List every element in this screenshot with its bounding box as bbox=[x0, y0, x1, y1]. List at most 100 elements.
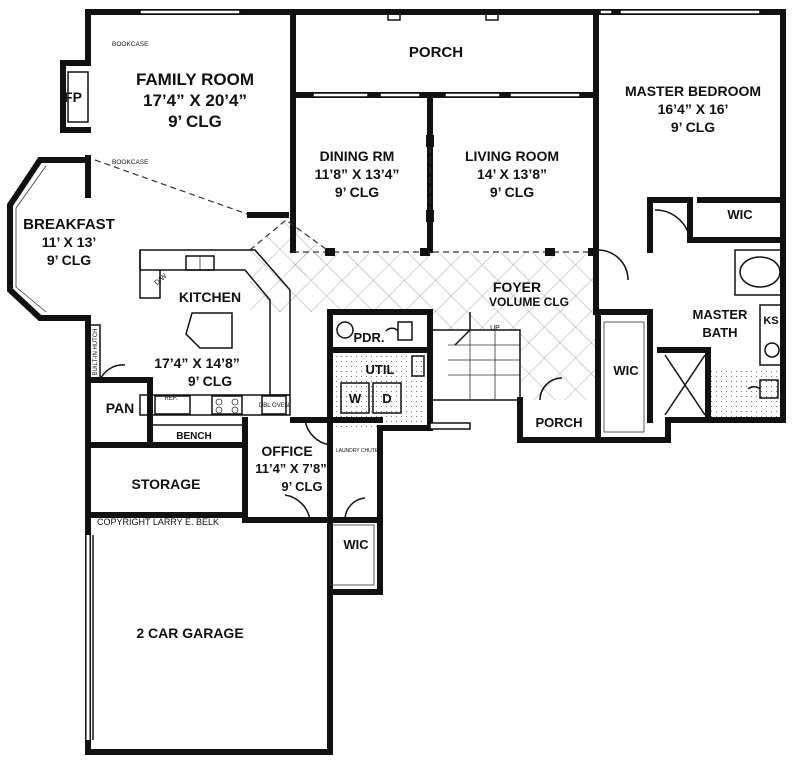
wic-master-label: WIC bbox=[727, 207, 753, 222]
ks-vanity bbox=[759, 304, 784, 366]
kitchen-label: KITCHEN bbox=[179, 289, 241, 305]
master-bath-label-1: MASTER bbox=[693, 307, 749, 322]
pdr-toilet bbox=[385, 321, 413, 341]
foyer-sub: VOLUME CLG bbox=[489, 295, 569, 309]
stair-up-label: UP bbox=[490, 325, 500, 332]
bath-floor bbox=[708, 370, 783, 418]
office-label: OFFICE bbox=[261, 443, 312, 459]
wic-bath-label: WIC bbox=[613, 363, 639, 378]
wic-office-label: WIC bbox=[343, 537, 369, 552]
window-master-small bbox=[599, 9, 613, 15]
shower-wall bbox=[657, 347, 711, 421]
window-master-top bbox=[619, 9, 761, 15]
kitchen-entry-tile bbox=[250, 220, 330, 312]
stair-arrow bbox=[454, 312, 471, 346]
util-sink bbox=[411, 355, 425, 377]
laundry-chute-label: LAUNDRY CHUTE bbox=[336, 448, 379, 454]
bath-toilet bbox=[747, 379, 779, 399]
living-dims: 14’ X 13’8” bbox=[477, 166, 547, 182]
storage-door-swing bbox=[284, 494, 311, 521]
family-breakfast-opening bbox=[94, 159, 251, 216]
wic-master-wall bbox=[647, 197, 786, 253]
dining-dims: 11’8” X 13’4” bbox=[315, 166, 400, 182]
column-2 bbox=[426, 210, 434, 222]
foyer-label: FOYER bbox=[493, 279, 541, 295]
wic-bath-shelves bbox=[603, 321, 645, 433]
master-door-swing bbox=[597, 249, 629, 281]
family-room-label: FAMILY ROOM bbox=[136, 70, 254, 89]
dw-label: D/W bbox=[154, 273, 169, 287]
window-dining-2 bbox=[379, 92, 421, 98]
shower-drain bbox=[664, 354, 706, 416]
pdr-wall bbox=[327, 309, 433, 423]
column-1 bbox=[426, 135, 434, 147]
ref-label: REF. bbox=[164, 396, 177, 402]
tub bbox=[739, 256, 781, 288]
front-door-swing bbox=[539, 377, 563, 401]
master-bedroom-label: MASTER BEDROOM bbox=[625, 83, 761, 99]
window-family-top bbox=[139, 9, 241, 15]
window-dining-1 bbox=[312, 92, 369, 98]
built-in-hutch-label: BUILT-IN HUTCH bbox=[93, 329, 99, 376]
office-south-wall bbox=[242, 517, 333, 595]
porch-top-label: PORCH bbox=[409, 44, 463, 61]
window-living-1 bbox=[444, 92, 501, 98]
kitchen-counter-lower bbox=[139, 394, 291, 416]
copyright-label: COPYRIGHT LARRY E. BELK bbox=[97, 517, 219, 527]
tub-box bbox=[734, 249, 784, 296]
pdr-label: PDR. bbox=[353, 330, 384, 345]
master-bath-door-swing bbox=[654, 209, 691, 241]
fireplace-label: FP bbox=[64, 89, 82, 105]
util-floor bbox=[335, 350, 425, 428]
master-lower-wall bbox=[593, 247, 653, 315]
dbl-oven-box bbox=[261, 395, 287, 415]
pantry-label: PAN bbox=[106, 400, 135, 416]
garage-label: 2 CAR GARAGE bbox=[136, 625, 243, 641]
pantry-wall bbox=[85, 377, 153, 448]
storage-label: STORAGE bbox=[132, 476, 201, 492]
window-util bbox=[429, 422, 471, 430]
dining-label: DINING RM bbox=[320, 148, 395, 164]
family-room-dims: 17’4” X 20’4” bbox=[143, 91, 247, 110]
breakfast-label: BREAKFAST bbox=[23, 216, 115, 233]
ref-box bbox=[154, 395, 191, 415]
kitchen-diag-opening bbox=[249, 219, 331, 253]
pdr-sink bbox=[336, 321, 354, 339]
pantry-door-swing bbox=[99, 364, 126, 381]
cooktop bbox=[211, 395, 243, 415]
wic-office-door-swing bbox=[344, 497, 366, 521]
stair-treads bbox=[448, 330, 520, 400]
bookcase-bottom-label: BOOKCASE bbox=[112, 159, 149, 166]
kitchen-island bbox=[185, 312, 233, 349]
washer-box bbox=[340, 382, 370, 414]
living-ceiling: 9’ CLG bbox=[490, 184, 534, 200]
window-living-2 bbox=[509, 92, 581, 98]
living-label: LIVING ROOM bbox=[465, 148, 559, 164]
washer-label: W bbox=[349, 391, 362, 406]
ks-label: KS bbox=[763, 315, 778, 327]
master-bedroom-dims: 16’4” X 16’ bbox=[658, 101, 729, 117]
column-4 bbox=[420, 248, 430, 256]
fireplace-wall bbox=[60, 60, 91, 133]
family-room-ceiling: 9’ CLG bbox=[168, 112, 222, 131]
master-bedroom-ceiling: 9’ CLG bbox=[671, 119, 715, 135]
office-ceiling: 9’ CLG bbox=[281, 479, 322, 494]
breakfast-bay-window bbox=[15, 165, 47, 313]
fireplace-hearth bbox=[67, 71, 89, 123]
kitchen-ceiling: 9’ CLG bbox=[188, 373, 232, 389]
porch-post-2 bbox=[485, 9, 499, 21]
breakfast-dims: 11’ X 13’ bbox=[42, 234, 97, 250]
foyer-tile bbox=[293, 252, 593, 312]
wic-office-shelves bbox=[329, 524, 375, 586]
kitchen-dw-counter bbox=[139, 250, 161, 299]
dryer-label: D bbox=[382, 391, 391, 406]
column-5 bbox=[545, 248, 555, 256]
master-bath-label-2: BATH bbox=[702, 325, 737, 340]
office-door-swing bbox=[304, 419, 331, 446]
column-6 bbox=[588, 248, 596, 256]
stair-outline bbox=[430, 329, 521, 401]
porch-front-label: PORCH bbox=[536, 415, 583, 430]
kitchen-dims: 17’4” X 14’8” bbox=[154, 355, 240, 371]
